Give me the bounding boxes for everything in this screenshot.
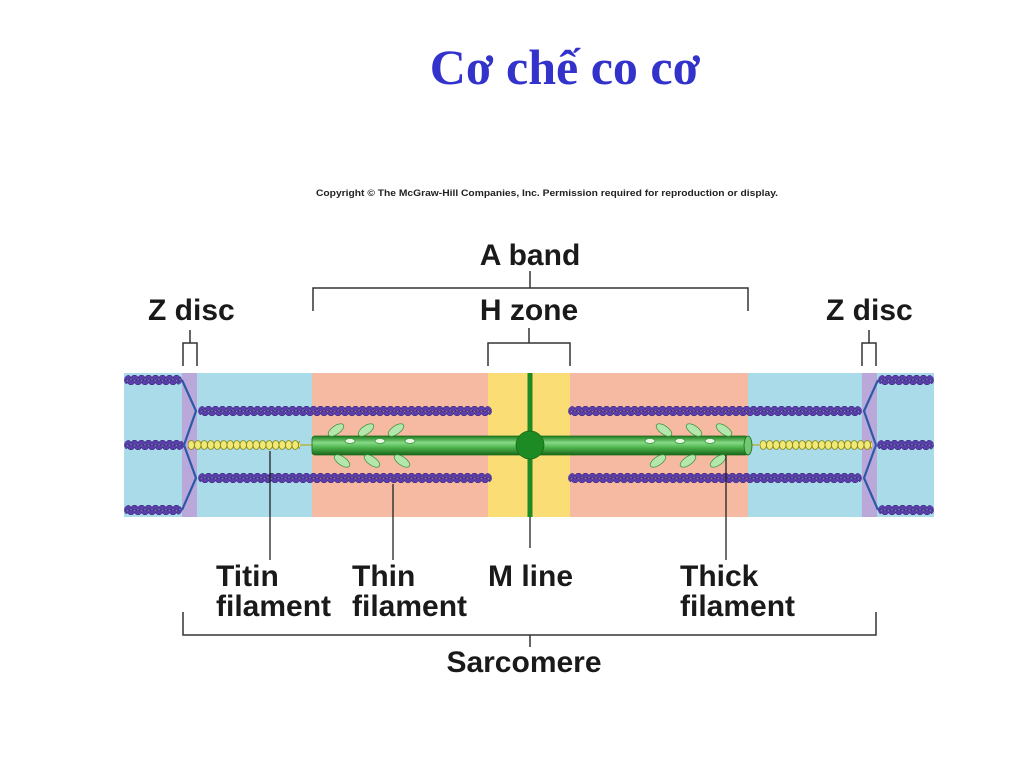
m-line-label: M line bbox=[488, 560, 573, 593]
myosin-head bbox=[393, 454, 411, 468]
thin-filament bbox=[124, 375, 182, 385]
myosin-head bbox=[327, 423, 345, 437]
thin-filament bbox=[198, 473, 492, 483]
titin-coil-right bbox=[760, 439, 872, 451]
z-disc-left-label: Z disc bbox=[148, 294, 235, 327]
sarcomere-bracket bbox=[182, 612, 877, 647]
a-band-label: A band bbox=[480, 239, 581, 272]
myosin-head bbox=[374, 438, 386, 444]
thin-filament bbox=[198, 406, 492, 416]
z-disc-right-label: Z disc bbox=[826, 294, 913, 327]
sarcomere-diagram bbox=[124, 373, 934, 517]
thin-filament bbox=[568, 406, 862, 416]
thick-filament-label-line2: filament bbox=[680, 590, 795, 623]
myosin-head bbox=[404, 438, 416, 444]
myosin-head bbox=[644, 438, 656, 444]
thin-filament bbox=[124, 505, 182, 515]
thin-filament-label-line1: Thin bbox=[352, 560, 415, 593]
myosin-head bbox=[679, 454, 697, 468]
thin-filament bbox=[878, 375, 934, 385]
slide-title: Cơ chế co cơ bbox=[430, 39, 701, 95]
myosin-head bbox=[363, 454, 381, 468]
myosin-head bbox=[344, 438, 356, 444]
titin-coil-left bbox=[188, 439, 300, 451]
thin-filament bbox=[877, 440, 934, 450]
h-zone-bracket bbox=[487, 328, 571, 366]
copyright-notice: Copyright © The McGraw-Hill Companies, I… bbox=[316, 188, 778, 199]
myosin-heads-right bbox=[644, 423, 733, 468]
thick-filament-end-cap bbox=[743, 435, 753, 456]
thin-filament-label-line2: filament bbox=[352, 590, 467, 623]
titin-filament-label-line2: filament bbox=[216, 590, 331, 623]
myosin-head bbox=[649, 454, 667, 468]
thin-filament bbox=[568, 473, 862, 483]
titin-filament-label-line1: Titin bbox=[216, 560, 279, 593]
z-disc-left-lines bbox=[180, 379, 198, 511]
thin-filaments bbox=[124, 375, 934, 515]
myosin-head bbox=[387, 423, 405, 437]
z-disc-right-lines bbox=[862, 379, 880, 511]
m-line-center bbox=[515, 430, 545, 460]
sarcomere-label: Sarcomere bbox=[446, 646, 601, 679]
myosin-head bbox=[357, 423, 375, 437]
myosin-head bbox=[333, 454, 351, 468]
myosin-head bbox=[715, 423, 733, 437]
z-disc-left-bracket bbox=[182, 330, 198, 366]
myosin-head bbox=[674, 438, 686, 444]
z-disc-right-bracket bbox=[861, 330, 877, 366]
a-band-bracket bbox=[312, 271, 749, 311]
myosin-heads-left bbox=[327, 423, 416, 468]
thick-filament-label-line1: Thick bbox=[680, 560, 759, 593]
myosin-head bbox=[704, 438, 716, 444]
myosin-head bbox=[655, 423, 673, 437]
thin-filament bbox=[124, 440, 184, 450]
titin-filaments bbox=[188, 439, 872, 451]
h-zone-label: H zone bbox=[480, 294, 578, 327]
myosin-head bbox=[685, 423, 703, 437]
thin-filament bbox=[878, 505, 934, 515]
